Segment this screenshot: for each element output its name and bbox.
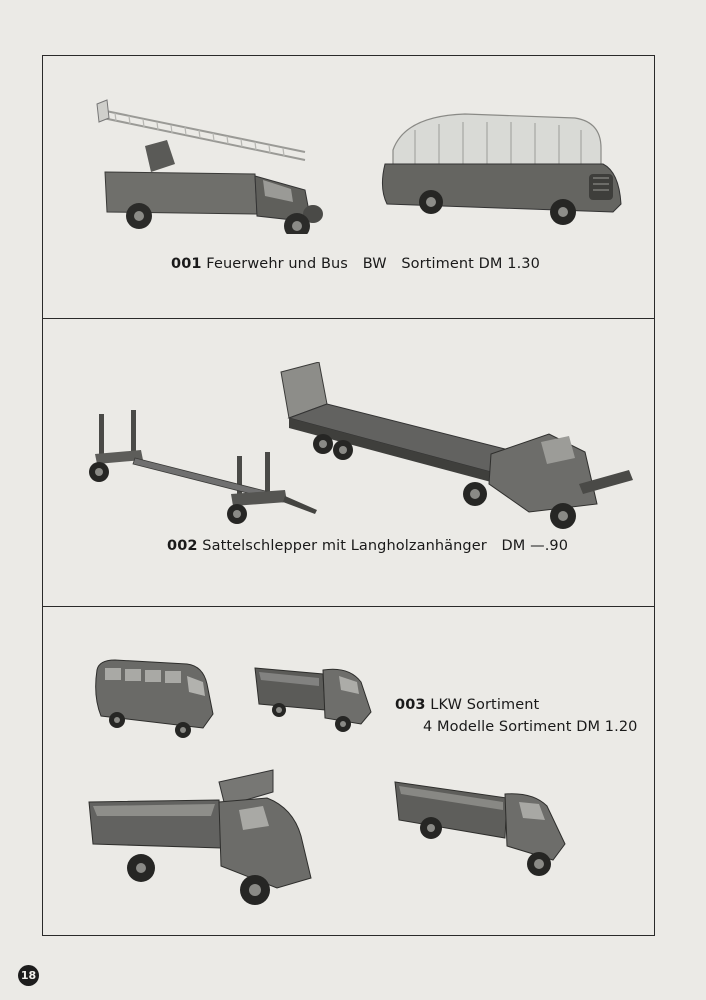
item-001-caption: 001 Feuerwehr und Bus BW Sortiment DM 1.… [171,256,540,272]
item-title: Sattelschlepper mit Langholzanhänger [202,538,487,554]
catalog-frame: 001 Feuerwehr und Bus BW Sortiment DM 1.… [42,55,655,936]
catalog-item-001: 001 Feuerwehr und Bus BW Sortiment DM 1.… [43,56,654,318]
flatbed-truck-image [394,781,566,876]
item-title: LKW Sortiment [430,697,540,713]
item-category: BW [362,256,387,272]
item-number: 003 [395,697,426,713]
catalog-item-003: 003 LKW Sortiment 4 Modelle Sortiment DM… [43,606,654,937]
item-number: 002 [167,538,198,554]
vw-bus-image [95,659,214,738]
page-number-badge: 18 [18,965,39,986]
item-sortiment: Sortiment [401,256,474,272]
item-price: DM —.90 [501,538,569,554]
semi-trailer-truck-image [280,362,633,529]
item-002-caption: 002 Sattelschlepper mit Langholzanhänger… [167,538,568,554]
item-price: DM 1.30 [478,256,540,272]
log-trailer-image [89,410,317,524]
catalog-item-002: 002 Sattelschlepper mit Langholzanhänger… [43,318,654,606]
item-number: 001 [171,256,202,272]
item-003-caption: 003 LKW Sortiment 4 Modelle Sortiment DM… [395,694,637,738]
bus-image [381,113,622,225]
item-subtitle: 4 Modelle Sortiment DM 1.20 [423,719,638,735]
panel-divider [43,318,654,319]
item-title: Feuerwehr und Bus [206,256,348,272]
dump-truck-image [88,769,312,905]
fire-ladder-truck-image [96,99,323,234]
vw-pickup-image [254,667,372,732]
panel-divider [43,606,654,607]
